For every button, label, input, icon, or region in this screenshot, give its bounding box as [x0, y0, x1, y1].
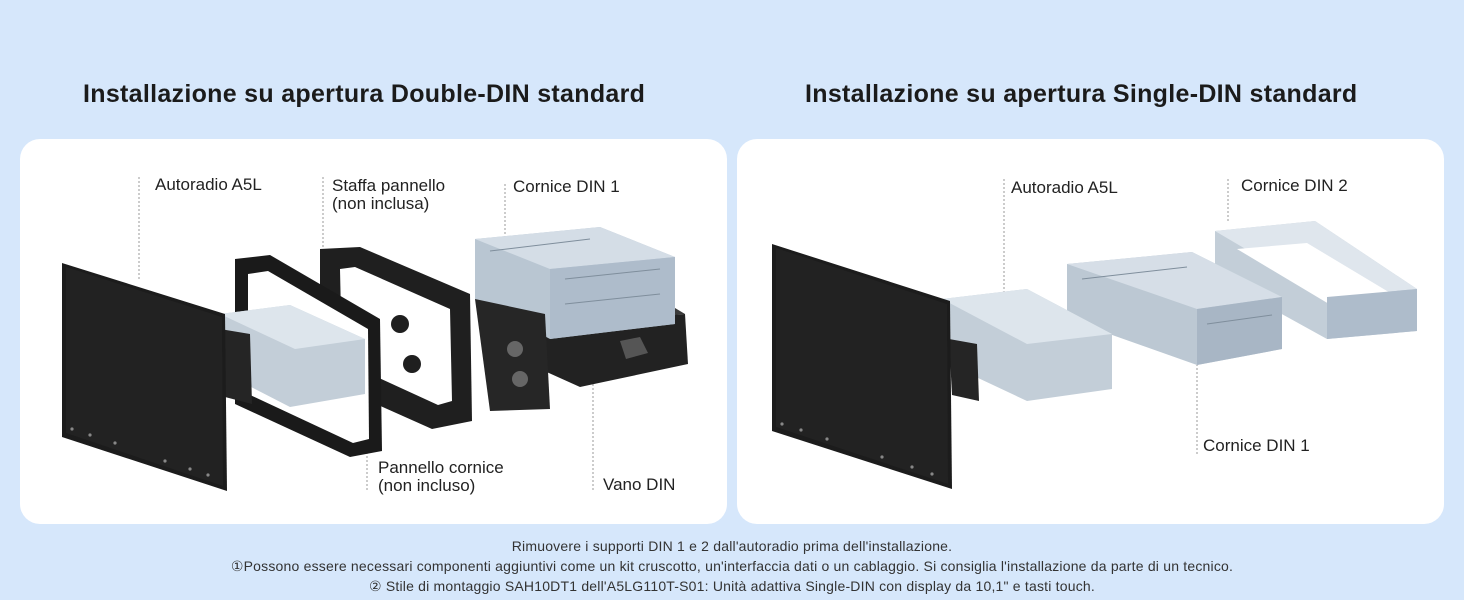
- label-slot: Vano DIN: [603, 475, 676, 494]
- din-frame-1-shape: [1067, 252, 1282, 365]
- footer-note-2: ①Possono essere necessari componenti agg…: [230, 558, 1234, 574]
- double-din-exploded-illustration: [62, 177, 688, 491]
- double-din-title: Installazione su apertura Double-DIN sta…: [83, 80, 646, 108]
- double-din-panel: Autoradio A5L Staffa pannello (non inclu…: [20, 139, 727, 524]
- single-din-exploded-illustration: [772, 179, 1417, 489]
- label-trim-line1: Pannello cornice: [378, 458, 504, 477]
- radio-chassis-shape: [942, 289, 1112, 401]
- din-frame-2-shape: [1215, 221, 1417, 339]
- label-frame-1: Cornice DIN 1: [513, 177, 620, 196]
- label-radio: Autoradio A5L: [1011, 178, 1118, 197]
- footer-note-3: ② Stile di montaggio SAH10DT1 dell'A5LG1…: [369, 578, 1095, 594]
- label-radio: Autoradio A5L: [155, 175, 262, 194]
- label-trim-line2: (non incluso): [378, 476, 476, 495]
- label-bracket-line1: Staffa pannello: [332, 176, 446, 195]
- footer-note-1: Rimuovere i supporti DIN 1 e 2 dall'auto…: [511, 538, 953, 554]
- radio-chassis-shape: [220, 305, 365, 407]
- label-bracket-line2: (non inclusa): [332, 194, 430, 213]
- radio-screen-shape: [62, 263, 227, 491]
- single-din-title: Installazione su apertura Single-DIN sta…: [805, 80, 1358, 108]
- single-din-panel: Autoradio A5L Cornice DIN 2 Cornice DIN …: [737, 139, 1444, 524]
- label-frame-1: Cornice DIN 1: [1203, 436, 1310, 455]
- radio-screen-shape: [772, 244, 952, 489]
- label-frame-2: Cornice DIN 2: [1241, 176, 1348, 195]
